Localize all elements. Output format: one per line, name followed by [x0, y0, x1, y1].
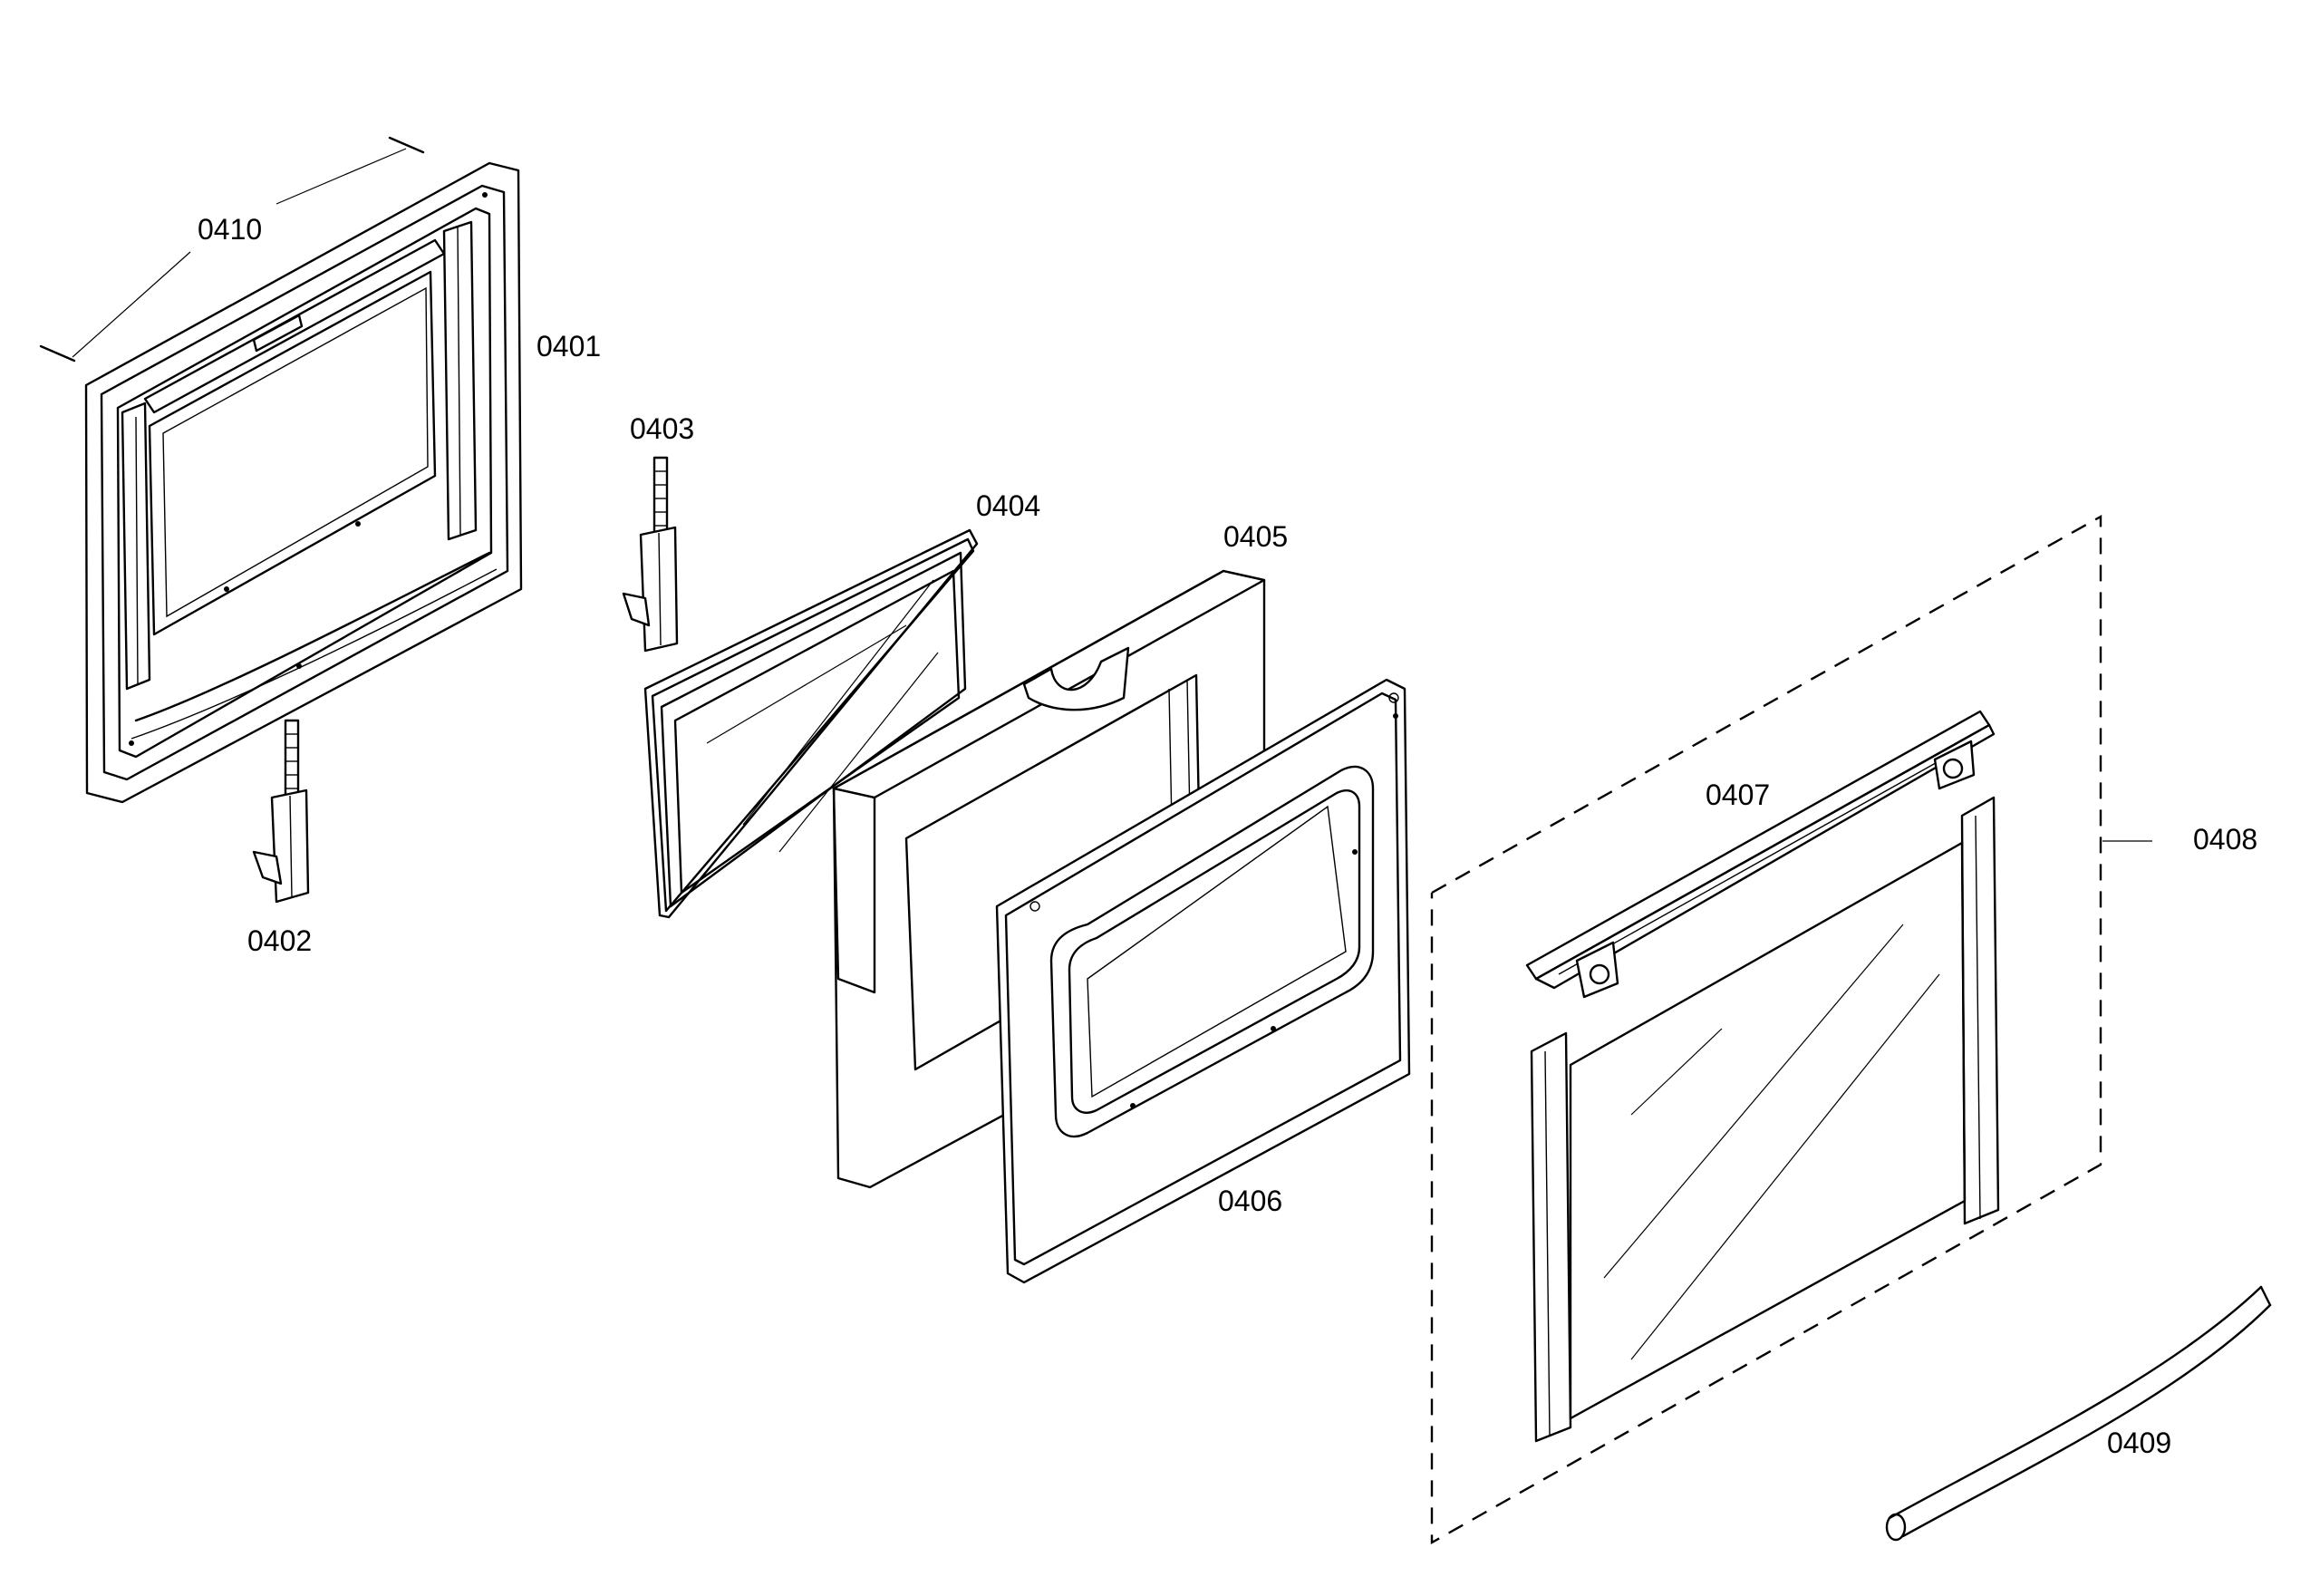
label-0401: 0401: [536, 330, 601, 363]
label-0404: 0404: [976, 489, 1040, 522]
label-0406: 0406: [1218, 1185, 1282, 1217]
outer-glass-door: [1530, 796, 2000, 1443]
label-0409: 0409: [2107, 1427, 2171, 1459]
lower-hinge: [252, 719, 310, 904]
label-0407: 0407: [1706, 779, 1770, 811]
outer-door-assembly-outline: [1430, 514, 2152, 1545]
inner-glass-pane: [643, 528, 979, 919]
upper-hinge: [622, 456, 679, 653]
inner-door-frame: [84, 161, 523, 804]
hinge-pins: [39, 136, 425, 363]
label-0405: 0405: [1223, 520, 1288, 553]
label-0408: 0408: [2193, 823, 2257, 856]
label-0403: 0403: [630, 412, 694, 445]
door-liner: [995, 678, 1411, 1284]
label-0410: 0410: [198, 213, 262, 246]
top-trim: [1525, 710, 1996, 999]
label-0402: 0402: [247, 924, 312, 957]
door-handle: [1885, 1285, 2272, 1542]
